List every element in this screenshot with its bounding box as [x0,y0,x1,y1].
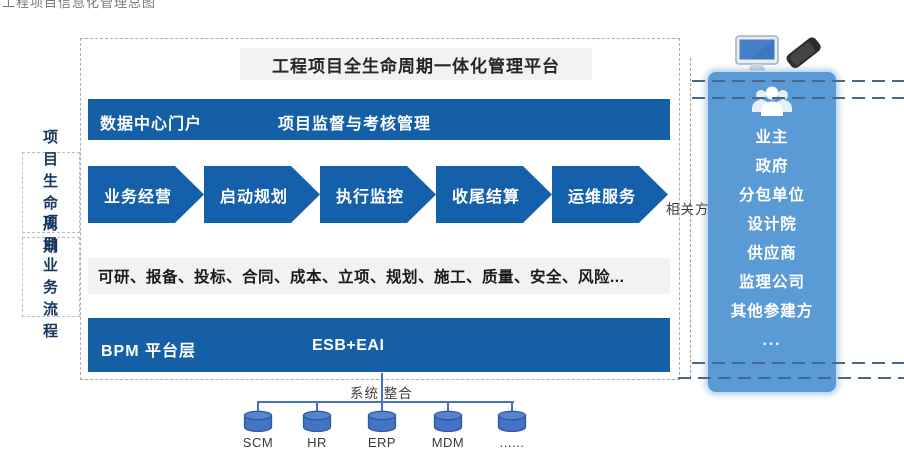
desktop-monitor-icon [735,35,779,71]
connector-dashed-line-bottom-1 [692,362,904,364]
label-project-process-text: 项目业务流程 [42,213,59,340]
database-icon [302,410,332,433]
stakeholder-ellipsis: ... [762,332,782,349]
page-title: 工程项目信息化管理总图 [2,0,157,10]
stakeholders-panel: 业主 政府 分包单位 设计院 供应商 监理公司 其他参建方 ... [708,72,836,392]
system-label-erp: ERP [367,435,397,450]
lifecycle-stage-initiation: 启动规划 [204,166,320,223]
integration-drop-line [381,401,383,411]
integration-drop-line [447,401,449,411]
database-icon [497,410,527,433]
portal-bar: 数据中心门户 项目监督与考核管理 [88,99,670,140]
label-project-lifecycle-text: 项目生命周期 [42,129,59,255]
integration-bus-line [258,401,514,403]
label-project-process: 项目业务流程 [22,214,80,340]
connector-dashed-line-top-2 [692,97,904,99]
integration-trunk-line [381,373,383,402]
integration-drop-line [257,401,259,411]
label-project-lifecycle: 项目生命周期 [22,129,80,255]
stakeholder-other-parties: 其他参建方 [730,303,814,320]
people-group-icon [748,83,796,123]
data-center-portal-label: 数据中心门户 [100,116,203,133]
related-parties-label: 相关方 [666,202,710,217]
stakeholder-supervision-company: 监理公司 [738,274,805,291]
business-process-bar: 可研、报备、投标、合同、成本、立项、规划、施工、质量、安全、风险... [88,258,670,294]
platform-title: 工程项目全生命周期一体化管理平台 [240,48,592,80]
client-devices [733,34,825,72]
system-integration-label: 系统 整合 [350,386,413,401]
bpm-platform-label: BPM 平台层 [101,343,197,360]
database-icon [367,410,397,433]
stakeholder-owner: 业主 [755,129,789,146]
database-icon [433,410,463,433]
system-label-mdm: MDM [431,435,465,450]
stakeholder-government: 政府 [755,158,789,175]
main-dashed-container [80,38,680,380]
integration-drop-line [511,401,513,411]
stakeholder-supplier: 供应商 [747,245,797,262]
system-label-ellipsis: ...... [499,435,525,450]
database-icon [243,410,273,433]
smartphone-icon [786,37,821,69]
integration-drop-line [316,401,318,411]
stakeholder-design-institute: 设计院 [747,216,797,233]
system-label-scm: SCM [242,435,274,450]
bpm-platform-bar: BPM 平台层 ESB+EAI [88,318,670,372]
esb-eai-label: ESB+EAI [312,337,385,354]
stakeholder-subcontractor: 分包单位 [738,187,805,204]
system-label-hr: HR [307,435,327,450]
lifecycle-stage-execution: 执行监控 [320,166,436,223]
connector-dashed-line-top-1 [692,80,904,82]
right-dashed-divider [690,58,691,378]
connector-dashed-line-bottom-2 [678,377,904,379]
project-supervision-label: 项目监督与考核管理 [278,116,432,133]
